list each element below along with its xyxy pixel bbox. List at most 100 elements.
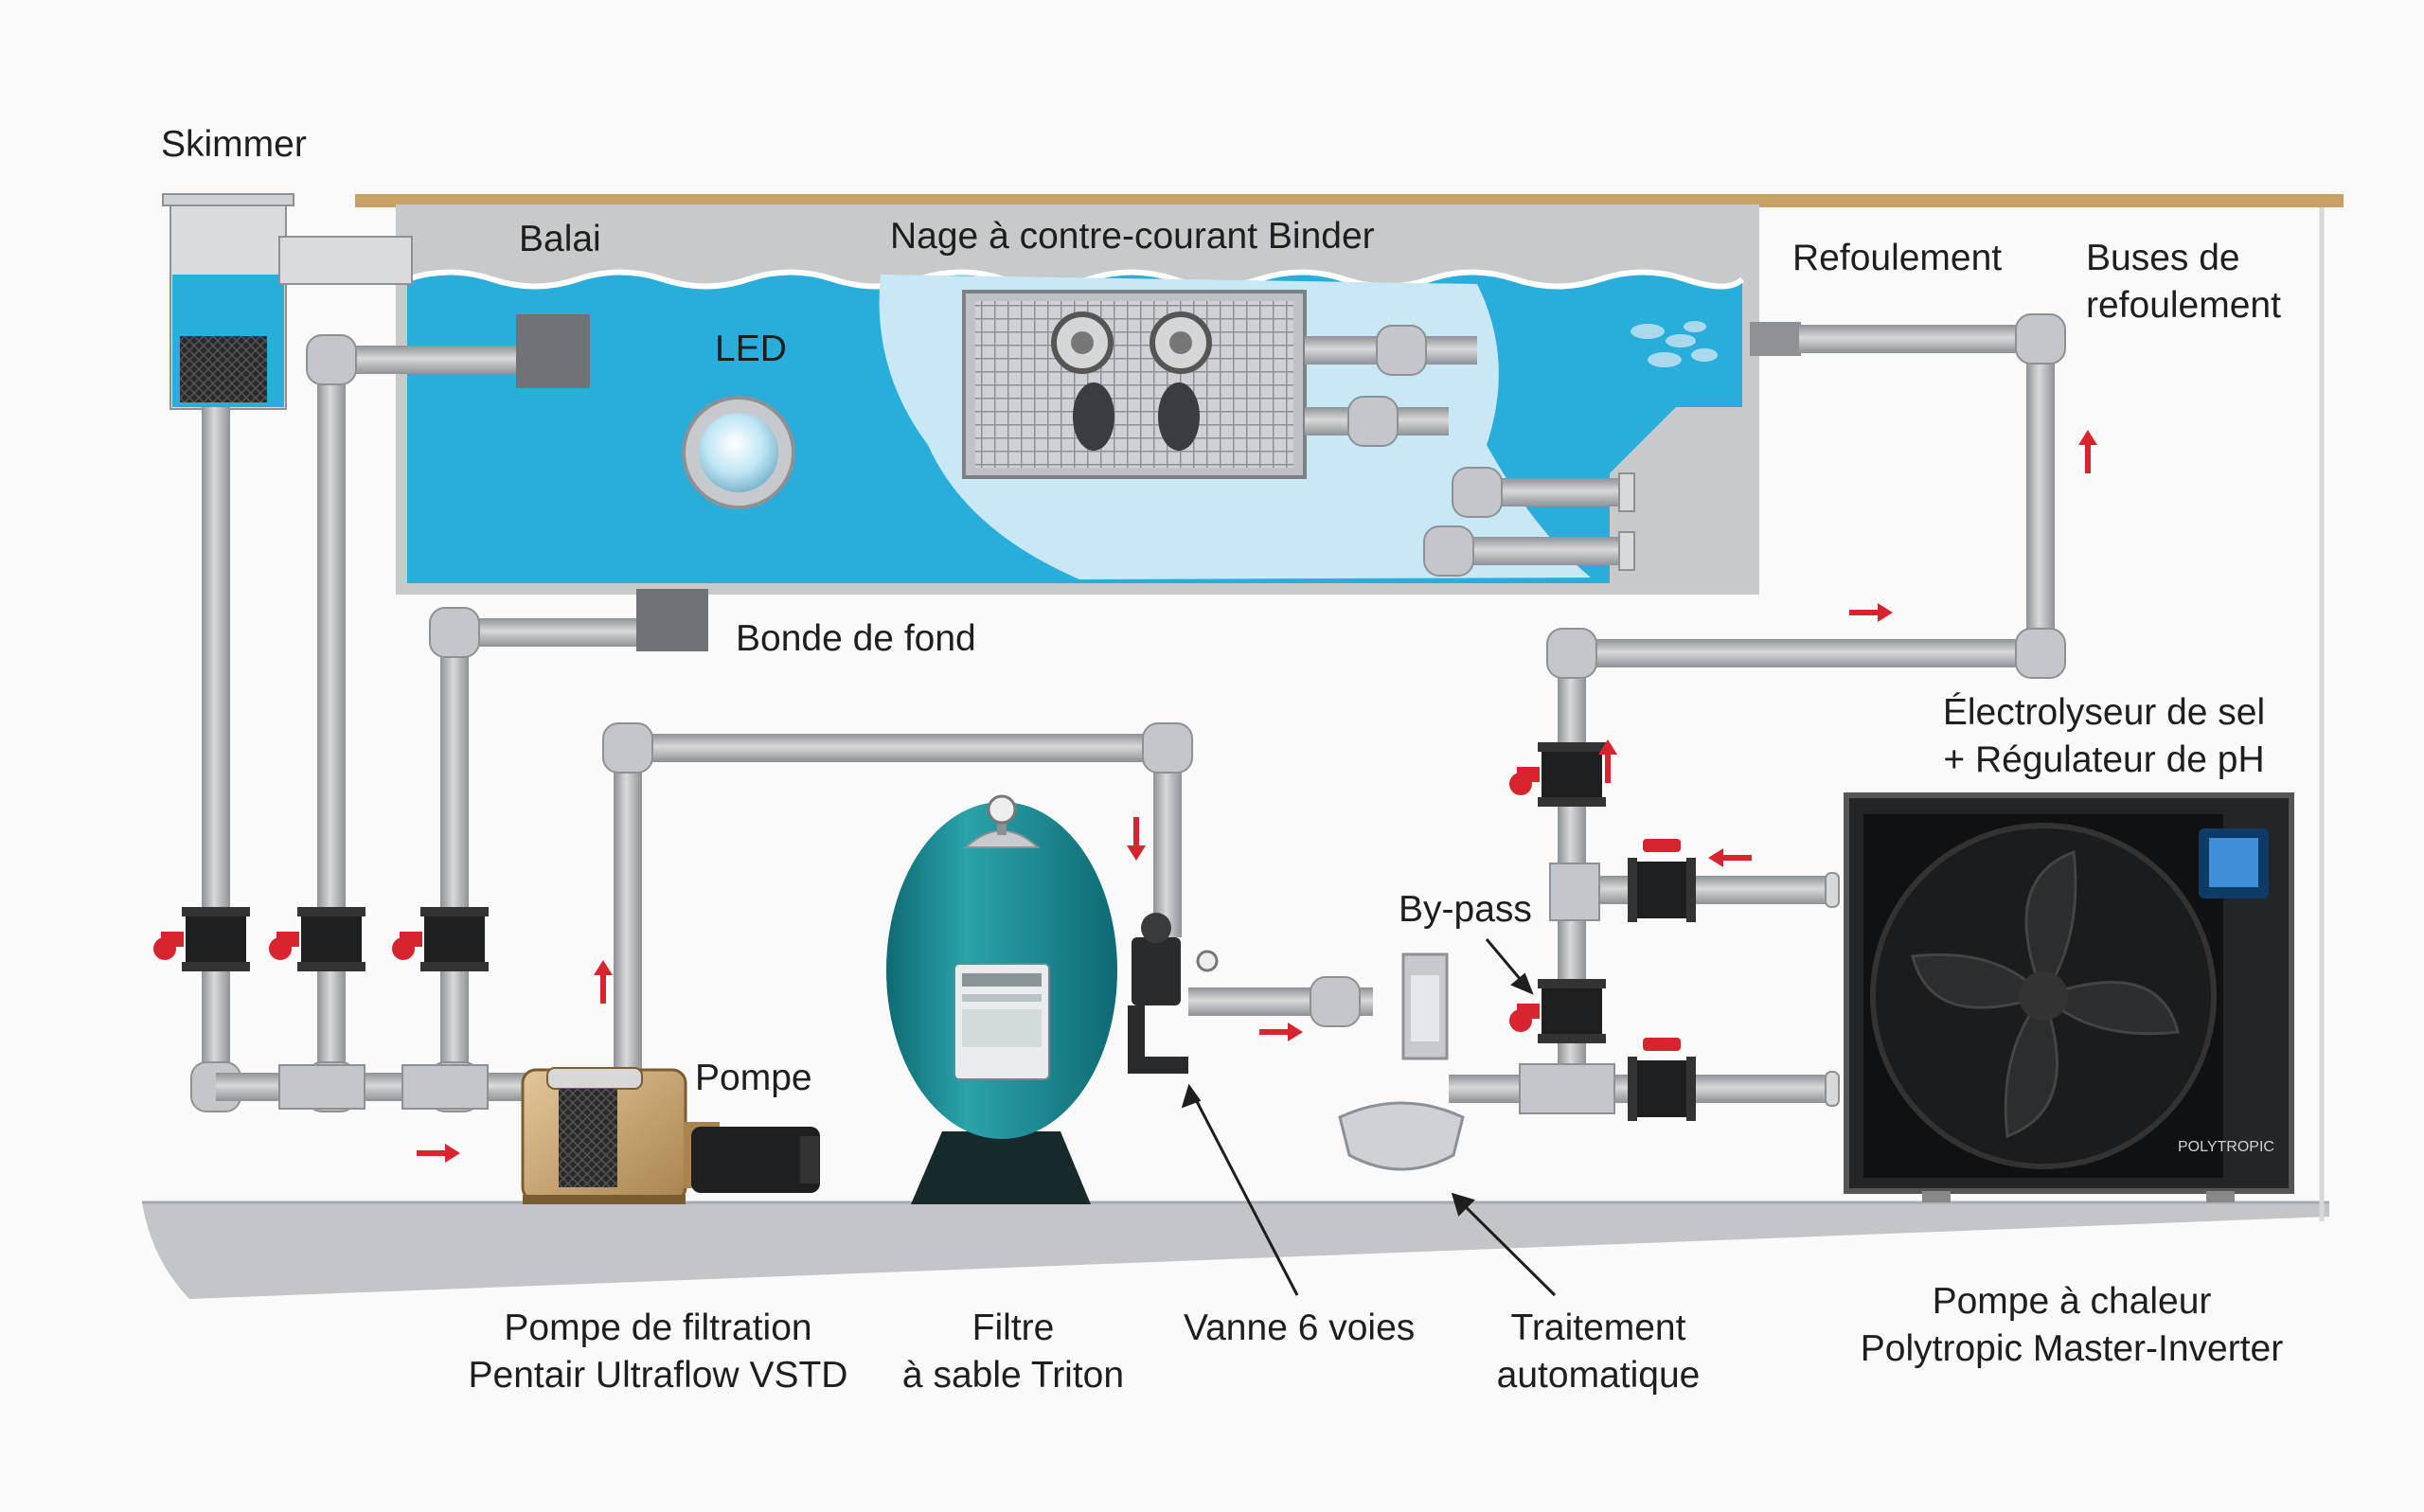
valve-flange [1538,742,1606,752]
pipe-segment [331,346,516,374]
valve-flange [1538,979,1606,988]
valve-body [1631,862,1692,918]
label-pompe-filtration: Pompe de filtration Pentair Ultraflow VS… [469,1305,848,1399]
ball-valve-icon [269,907,365,971]
bottom-drain [636,589,708,651]
label-buses-line2: refoulement [2086,285,2281,326]
valve-flange [420,907,489,916]
pump-icon [521,1067,820,1204]
valve-body [1542,744,1602,805]
six-way-valve-icon [1128,913,1219,1074]
label-nage: Nage à contre-courant Binder [890,216,1375,257]
valve-flange [1538,797,1606,807]
valve-flange [182,962,250,971]
label-skimmer: Skimmer [161,124,307,165]
valve-flange [297,962,365,971]
pipe-tee [1519,1063,1615,1114]
pipe-elbow [306,334,357,385]
pipe-network [190,313,2066,1114]
valve-handle-knob [392,937,415,960]
flow-arrow-head [1878,603,1893,622]
pipe-segment [1572,876,1832,904]
pipe-segment [1799,325,2041,353]
jet-nozzle [1618,531,1635,571]
flow-arrow-icon [1598,739,1617,783]
pipe-segment [1572,639,2041,667]
label-electrolyseur-line2: + Régulateur de pH [1943,739,2265,780]
label-brand: POLYTROPIC [2178,1139,2274,1155]
flow-arrow-icon [1259,1023,1303,1041]
valve-body [1542,981,1602,1041]
pipe-segment [202,407,230,1087]
pipe-elbow [602,722,653,774]
valve-handle-knob [1509,773,1532,795]
pool-step [1610,407,1742,583]
label-balai: Balai [519,219,601,259]
counter-current-unit-icon [962,290,1307,479]
pipe-elbow [1310,976,1361,1027]
label-filtre: Filtre à sable Triton [902,1305,1124,1399]
valve-flange [1686,1057,1696,1121]
pipe-end-cap [1825,1071,1840,1107]
pipe-elbow [1347,396,1399,447]
bubbles [1631,321,1718,367]
pipe-segment [2026,339,2055,653]
label-pompe-chaleur-line2: Polytropic Master-Inverter [1860,1328,2284,1369]
valve-flange [1628,1057,1637,1121]
pipe-end-cap [1825,872,1840,908]
label-refoulement: Refoulement [1792,238,2003,278]
label-vanne: Vanne 6 voies [1184,1307,1416,1348]
ground-slab [142,1202,2329,1299]
flow-arrow-head [1127,845,1146,861]
flow-arrow-icon [417,1144,460,1163]
valve-flange [1628,858,1637,922]
led-light-icon [682,396,795,509]
pipe-segment [1153,748,1182,937]
label-pompe: Pompe [695,1058,812,1098]
label-traitement-line1: Traitement [1510,1307,1686,1348]
jet-nozzle [1618,472,1635,512]
ball-valve-icon [1509,742,1606,807]
label-electrolyseur-line1: Électrolyseur de sel [1942,692,2266,733]
valve-handle [1643,839,1681,852]
sand-filter-icon [886,794,1117,1204]
label-bypass: By-pass [1399,889,1532,930]
leader-lines [1181,938,1557,1297]
heat-pump-icon [1844,792,2294,1202]
ball-valve-icon [1628,1038,1696,1121]
valve-flange [420,962,489,971]
pipe-segment [454,618,636,647]
pipe-elbow [429,607,480,658]
label-filtre-line1: Filtre [971,1307,1055,1348]
label-filtre-line2: à sable Triton [901,1355,1125,1396]
valve-handle-knob [1509,1009,1532,1032]
flow-arrow-head [1288,1023,1303,1041]
automatic-treatment-icon [1338,952,1465,1171]
flow-arrow-shaft [1605,755,1611,783]
valve-body [1631,1060,1692,1117]
pipe-tee [1549,863,1600,921]
flow-arrow-head [594,960,613,975]
flow-arrow-icon [2078,430,2097,473]
ball-valve-icon [1628,839,1696,922]
balai-inlet [516,314,590,388]
pipe-segment [1449,537,1624,565]
flow-arrow-icon [1849,603,1893,622]
label-pompe-chaleur: Pompe à chaleur Polytropic Master-Invert… [1861,1278,2283,1373]
flow-arrow-head [445,1144,460,1163]
pipe-tee [401,1064,489,1110]
pipe-elbow [1423,525,1474,577]
valve-handle-knob [269,937,292,960]
pipe-elbow [1376,325,1427,376]
pipe-elbow [2015,313,2066,365]
label-led: LED [715,329,787,369]
flow-arrow-shaft [1849,610,1878,615]
flow-arrow-icon [1708,848,1752,867]
skimmer-icon [162,193,413,410]
flow-arrow-shaft [600,975,606,1004]
label-traitement-line2: automatique [1496,1355,1701,1396]
valve-handle-knob [153,937,176,960]
valve-flange [1686,858,1696,922]
pipe-elbow [2015,628,2066,679]
